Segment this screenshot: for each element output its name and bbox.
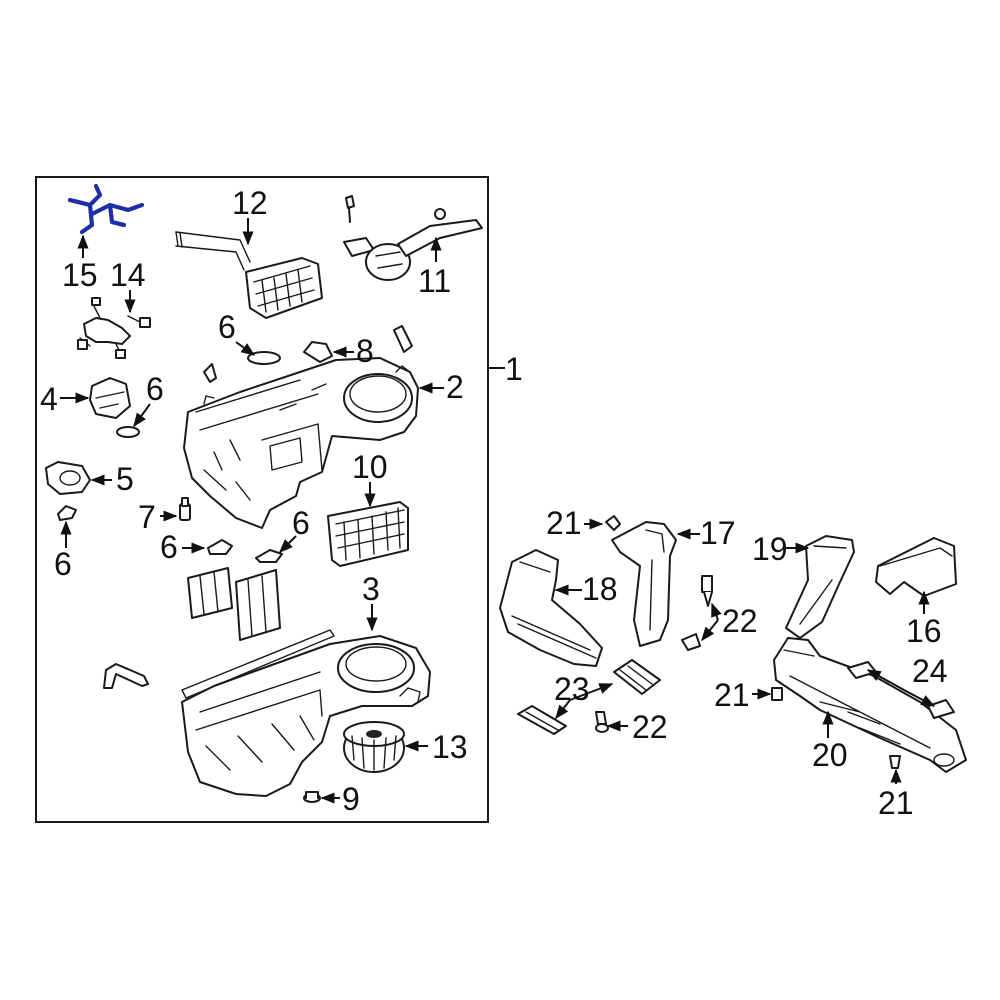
sub-harness[interactable] — [77, 297, 151, 359]
duct-19[interactable] — [785, 535, 855, 639]
seal-gasket-c[interactable] — [57, 505, 77, 521]
blower-motor[interactable] — [343, 721, 405, 773]
callout-23: 23 — [554, 671, 590, 707]
duct-17[interactable] — [611, 521, 677, 647]
temperature-sensor[interactable] — [179, 497, 191, 521]
leader-22a-b — [701, 619, 719, 642]
clip-21-mid[interactable] — [771, 687, 783, 701]
harness-main-shape-fill — [68, 184, 144, 234]
evaporator-core[interactable] — [187, 567, 281, 641]
leader-23 — [569, 683, 614, 701]
leader-22a — [711, 602, 722, 621]
cabin-air-filter[interactable] — [327, 501, 409, 567]
callout-22a: 22 — [722, 603, 758, 639]
screw-22-upper[interactable] — [701, 575, 713, 607]
callout-20: 20 — [812, 737, 848, 773]
callout-11: 11 — [418, 263, 451, 299]
upper-case[interactable] — [183, 357, 419, 529]
callout-12: 12 — [232, 185, 268, 221]
lower-case[interactable] — [181, 629, 431, 797]
callout-14: 14 — [110, 257, 146, 293]
temp-actuator[interactable] — [45, 461, 91, 495]
clip-21-top[interactable] — [605, 515, 621, 531]
leader-24 — [866, 669, 905, 691]
callout-8: 8 — [356, 333, 374, 369]
callout-15: 15 — [62, 257, 98, 293]
callout-6a: 6 — [218, 309, 236, 345]
callout-9: 9 — [342, 781, 360, 817]
actuator-assembly[interactable] — [343, 195, 483, 281]
leader-23b — [555, 699, 571, 720]
clip-21-bottom[interactable] — [889, 755, 901, 769]
callout-21b: 21 — [714, 677, 750, 713]
callout-1: 1 — [505, 351, 523, 387]
callout-19: 19 — [752, 531, 788, 567]
callout-18: 18 — [582, 571, 618, 607]
screw-22-lower[interactable] — [681, 633, 701, 651]
mode-actuator[interactable] — [89, 377, 131, 419]
callout-7: 7 — [138, 499, 156, 535]
bracket-clip[interactable] — [393, 325, 413, 353]
assembly-frame — [35, 176, 489, 823]
callout-3: 3 — [362, 571, 380, 607]
callout-21a: 21 — [546, 505, 582, 541]
small-actuator[interactable] — [303, 341, 333, 363]
callout-10: 10 — [352, 449, 388, 485]
callout-6e: 6 — [292, 505, 310, 541]
vent-grille-23a[interactable] — [613, 659, 661, 695]
callout-6c: 6 — [54, 546, 72, 582]
callout-21c: 21 — [878, 785, 914, 821]
callout-17: 17 — [700, 515, 736, 551]
wiring-harness-highlighted[interactable] — [68, 184, 144, 234]
seal-gasket-a[interactable] — [247, 351, 281, 365]
callout-13: 13 — [432, 729, 468, 765]
seal-gasket-b[interactable] — [116, 426, 140, 438]
callout-4: 4 — [40, 381, 58, 417]
leader-6e — [279, 535, 297, 553]
cover-16[interactable] — [875, 537, 957, 597]
leader-6b — [133, 403, 151, 428]
callout-24: 24 — [912, 653, 948, 689]
clip-left[interactable] — [203, 363, 217, 383]
seal-gasket-d[interactable] — [207, 539, 233, 555]
callout-6b: 6 — [146, 371, 164, 407]
duct-18[interactable] — [499, 549, 603, 667]
heater-core[interactable] — [175, 231, 323, 319]
callout-5: 5 — [116, 461, 134, 497]
callout-22b: 22 — [632, 709, 668, 745]
callout-2: 2 — [446, 369, 464, 405]
callout-16: 16 — [906, 613, 942, 649]
vent-grille-23b[interactable] — [517, 705, 567, 735]
callout-6d: 6 — [160, 529, 178, 565]
drain-tube[interactable] — [103, 663, 149, 689]
screw-9[interactable] — [303, 791, 321, 803]
seal-gasket-e[interactable] — [255, 549, 283, 563]
screw-22-bottom[interactable] — [595, 711, 609, 733]
leader-6a — [235, 341, 256, 356]
leader-24b — [903, 689, 936, 707]
